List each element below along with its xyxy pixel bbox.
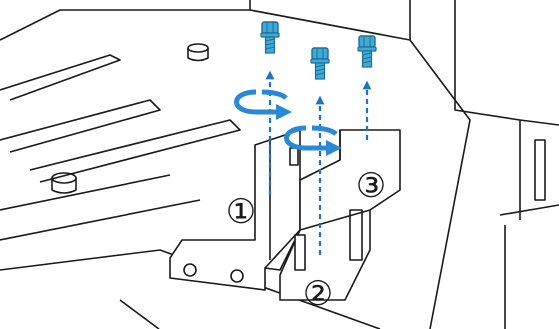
screw-icon xyxy=(261,22,279,53)
step-label-2: ② xyxy=(303,274,333,314)
screw-icon xyxy=(358,36,376,67)
screw-icon xyxy=(311,48,329,79)
step-label-1: ① xyxy=(226,192,256,232)
step-label-3: ③ xyxy=(356,166,386,206)
rotate-arrow-icon xyxy=(237,92,293,120)
